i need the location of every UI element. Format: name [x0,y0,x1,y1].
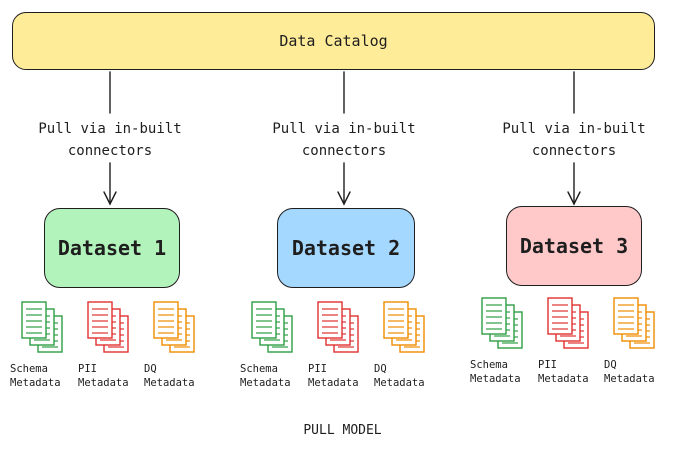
metadata-label: DQ Metadata [144,363,195,389]
document-stack-icon [547,297,589,349]
document-stack-icon [87,301,129,353]
connector-label-1: Pull via in-built connectors [35,118,185,162]
diagram-footer: PULL MODEL [303,423,382,438]
metadata-label: PII Metadata [308,363,359,389]
arrow-head-2 [337,191,351,206]
metadata-label: DQ Metadata [604,359,655,385]
dataset-3-label: Dataset 3 [519,234,629,258]
document-stack-icon [481,297,523,349]
arrow-head-3 [567,191,581,206]
document-stack-icon [153,301,195,353]
metadata-label: DQ Metadata [374,363,425,389]
document-stack-icon [21,301,63,353]
metadata-label: Schema Metadata [470,359,521,385]
dataset-1-box: Dataset 1 [44,208,180,288]
dataset-3-box: Dataset 3 [506,206,642,286]
document-stack-icon [251,301,293,353]
metadata-label: Schema Metadata [10,363,61,389]
arrow-head-1 [103,191,117,206]
document-stack-icon [613,297,655,349]
data-catalog-box: Data Catalog [12,12,655,70]
connector-label-text: Pull via in-built connectors [38,121,182,159]
connector-label-2: Pull via in-built connectors [269,118,419,162]
connector-label-text: Pull via in-built connectors [502,121,646,159]
metadata-label: PII Metadata [538,359,589,385]
connector-label-3: Pull via in-built connectors [499,118,649,162]
document-stack-icon [383,301,425,353]
metadata-label: Schema Metadata [240,363,291,389]
document-stack-icon [317,301,359,353]
metadata-label: PII Metadata [78,363,129,389]
connector-label-text: Pull via in-built connectors [272,121,416,159]
dataset-2-label: Dataset 2 [291,236,401,260]
dataset-1-label: Dataset 1 [57,236,167,260]
data-catalog-title: Data Catalog [279,32,388,50]
dataset-2-box: Dataset 2 [277,208,415,288]
